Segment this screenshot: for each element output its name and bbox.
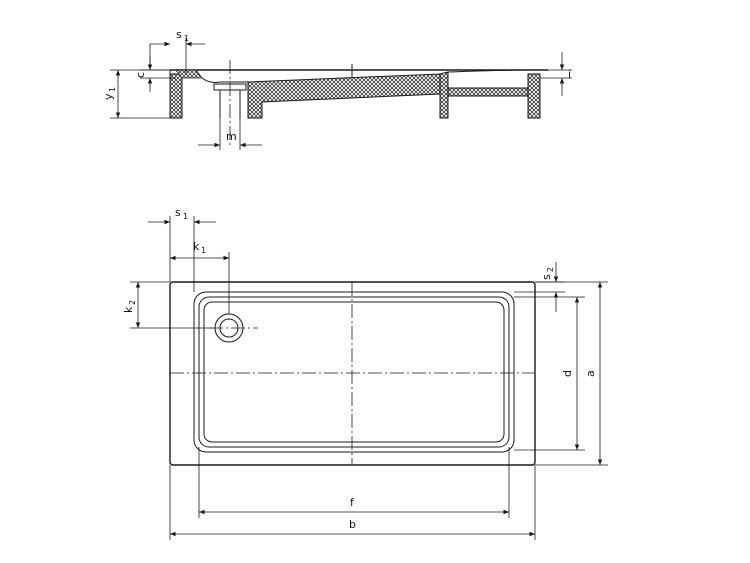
dim-a-label: a xyxy=(584,370,597,377)
section-right-wall xyxy=(527,73,541,119)
dim-plan-s1-label: s xyxy=(175,206,181,219)
section-right-slope xyxy=(447,69,531,73)
dim-y1-label: y xyxy=(102,93,115,100)
section-base-body xyxy=(247,73,441,119)
dim-s2-label: s xyxy=(540,274,553,280)
dim-f-label: f xyxy=(350,496,355,509)
plan-inner-floor xyxy=(203,301,505,443)
dim-m-label: m xyxy=(226,130,237,143)
dim-k1-label: k xyxy=(193,240,200,253)
dim-k2-subscript: 2 xyxy=(128,300,137,305)
dim-b-label: b xyxy=(349,518,356,531)
plan-outer-rim xyxy=(169,281,536,466)
dim-s1-subscript: 1 xyxy=(184,34,189,43)
dim-y1-subscript: 1 xyxy=(108,87,117,92)
section-right-bridge xyxy=(447,87,529,97)
section-inner-foot xyxy=(439,71,449,119)
dim-c-label: c xyxy=(134,72,147,78)
dim-d-label: d xyxy=(561,370,574,377)
dim-s1-label: s xyxy=(176,28,182,41)
section-view: s 1 c y 1 m i xyxy=(102,28,572,150)
dim-s2-subscript: 2 xyxy=(546,267,555,272)
dim-k1-subscript: 1 xyxy=(201,246,206,255)
dim-i-label: i xyxy=(568,68,571,81)
dim-k2-label: k xyxy=(122,306,135,313)
plan-inner-outline-1 xyxy=(193,291,515,453)
plan-view: s 1 k 1 k 2 s 2 d a f xyxy=(122,206,608,540)
dim-plan-s1-subscript: 1 xyxy=(183,212,188,221)
section-outlet-curve xyxy=(201,77,248,83)
section-left-wall xyxy=(169,73,183,119)
plan-inner-outline-2 xyxy=(198,296,510,448)
